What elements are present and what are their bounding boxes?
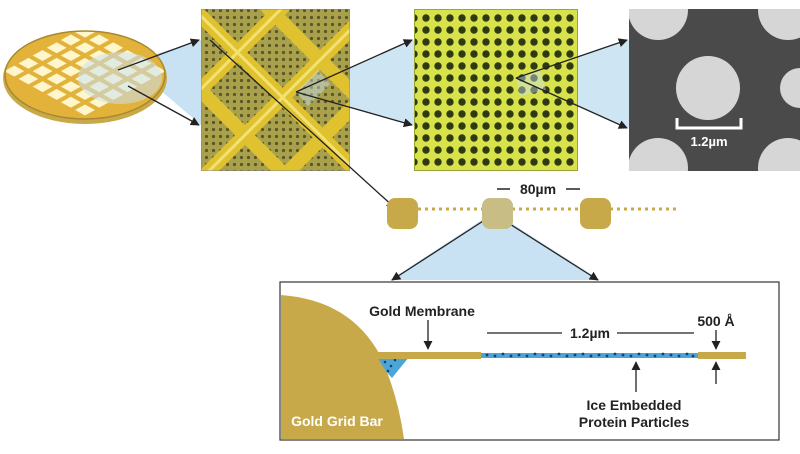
ice-label-line2: Protein Particles	[579, 414, 690, 430]
cross-section-box	[279, 281, 780, 441]
grid-disc	[3, 30, 167, 124]
gold-grid-bar	[281, 295, 404, 439]
hole-width-label: 1.2µm	[570, 325, 610, 341]
gold-membrane-label: Gold Membrane	[369, 303, 475, 319]
sem-hole	[758, 9, 800, 40]
membrane-thickness-label: 500 Å	[697, 313, 734, 329]
ice-label-line1: Ice Embedded	[587, 397, 682, 413]
sem-scale-label: 1.2µm	[690, 134, 727, 149]
sem-hole	[758, 138, 800, 171]
label-pointers	[423, 320, 641, 392]
sem-scale-bar	[675, 118, 743, 130]
sem-hole	[676, 56, 740, 120]
grid-spacing-label: 80µm	[520, 181, 556, 197]
grid-bar-row	[387, 198, 676, 229]
connector-arrows	[117, 38, 628, 281]
grid-bar-square	[387, 198, 418, 229]
mesh-photo-panel	[201, 9, 350, 171]
beam-bar-to-cross-section	[390, 212, 600, 280]
ice-layer	[481, 353, 698, 358]
grid-bar-square	[482, 198, 513, 229]
gold-membrane-right	[698, 352, 746, 359]
beam-mesh-to-holes	[296, 40, 414, 125]
protein-particles	[485, 352, 695, 358]
grid-bar-label: Gold Grid Bar	[291, 413, 383, 429]
gold-membrane-left	[377, 352, 481, 359]
holey-film-panel	[414, 9, 578, 171]
sem-hole	[629, 9, 688, 40]
sem-hole	[780, 68, 800, 108]
grid-bar-square	[580, 198, 611, 229]
sem-hole	[629, 138, 688, 171]
sem-image-panel	[629, 9, 800, 171]
